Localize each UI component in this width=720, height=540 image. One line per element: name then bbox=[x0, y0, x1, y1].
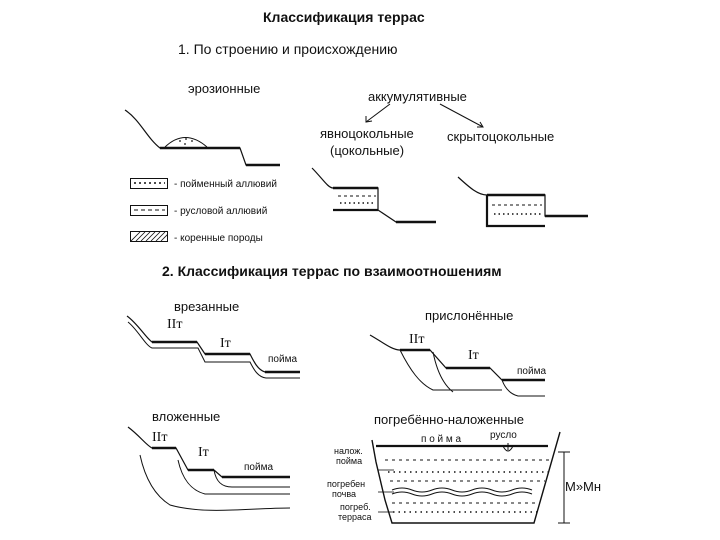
thickness-label: М»Мн bbox=[565, 479, 602, 494]
hidden-basal-terrace-diagram bbox=[457, 176, 588, 228]
erosional-terrace-diagram bbox=[124, 109, 280, 167]
basal-label: явноцокольные bbox=[320, 126, 414, 141]
incised-floodplain-label: пойма bbox=[268, 354, 297, 365]
adjoined-t2-label: IIт bbox=[409, 332, 425, 347]
buried-soil-label-1: погребен bbox=[327, 479, 366, 489]
incised-t2-label: IIт bbox=[167, 317, 183, 332]
superposed-label-1: налож. bbox=[334, 446, 363, 456]
page-title: Классификация террас bbox=[263, 9, 425, 25]
legend-label-floodplain-alluvium: - пойменный аллювий bbox=[174, 179, 277, 190]
adjoined-label: прислонённые bbox=[425, 308, 514, 323]
section2-heading: 2. Классификация террас по взаимоотношен… bbox=[162, 263, 502, 279]
section1-heading: 1. По строению и происхождению bbox=[178, 41, 398, 57]
buried-channel-label: русло bbox=[490, 430, 517, 441]
incised-t1-label: Iт bbox=[220, 336, 231, 351]
buried-label: погребённо-наложенные bbox=[374, 412, 525, 427]
nested-t1-label: Iт bbox=[198, 445, 209, 460]
nested-t2-label: IIт bbox=[152, 430, 168, 445]
legend-swatch-bedrock bbox=[130, 231, 168, 242]
hidden-basal-label: скрытоцокольные bbox=[447, 129, 555, 144]
erosional-label: эрозионные bbox=[188, 81, 261, 96]
buried-soil-label-2: почва bbox=[332, 489, 357, 499]
legend-label-channel-alluvium: - русловой аллювий bbox=[174, 206, 268, 217]
nested-label: вложенные bbox=[152, 409, 221, 424]
nested-terraces-diagram bbox=[127, 426, 291, 511]
adjoined-t1-label: Iт bbox=[468, 348, 479, 363]
buried-floodplain-label: п о й м а bbox=[421, 434, 462, 445]
buried-terrace-label-1: погреб. bbox=[340, 502, 371, 512]
legend-swatch-channel-alluvium bbox=[130, 205, 168, 216]
accumulative-arrows bbox=[365, 103, 484, 128]
nested-floodplain-label: пойма bbox=[244, 462, 273, 473]
buried-terrace-label-2: терраса bbox=[338, 512, 372, 522]
adjoined-floodplain-label: пойма bbox=[517, 366, 546, 377]
superposed-label-2: пойма bbox=[336, 456, 363, 466]
legend-label-bedrock: - коренные породы bbox=[174, 233, 263, 244]
basal-terrace-diagram bbox=[311, 167, 436, 224]
basal-paren-label: (цокольные) bbox=[330, 143, 405, 158]
accumulative-label: аккумулятивные bbox=[368, 89, 467, 104]
incised-label: врезанные bbox=[174, 299, 240, 314]
buried-superposed-diagram bbox=[371, 431, 570, 524]
incised-terraces-diagram bbox=[126, 315, 300, 379]
legend-swatch-floodplain-alluvium bbox=[130, 178, 168, 189]
adjoined-terraces-diagram bbox=[369, 334, 545, 397]
